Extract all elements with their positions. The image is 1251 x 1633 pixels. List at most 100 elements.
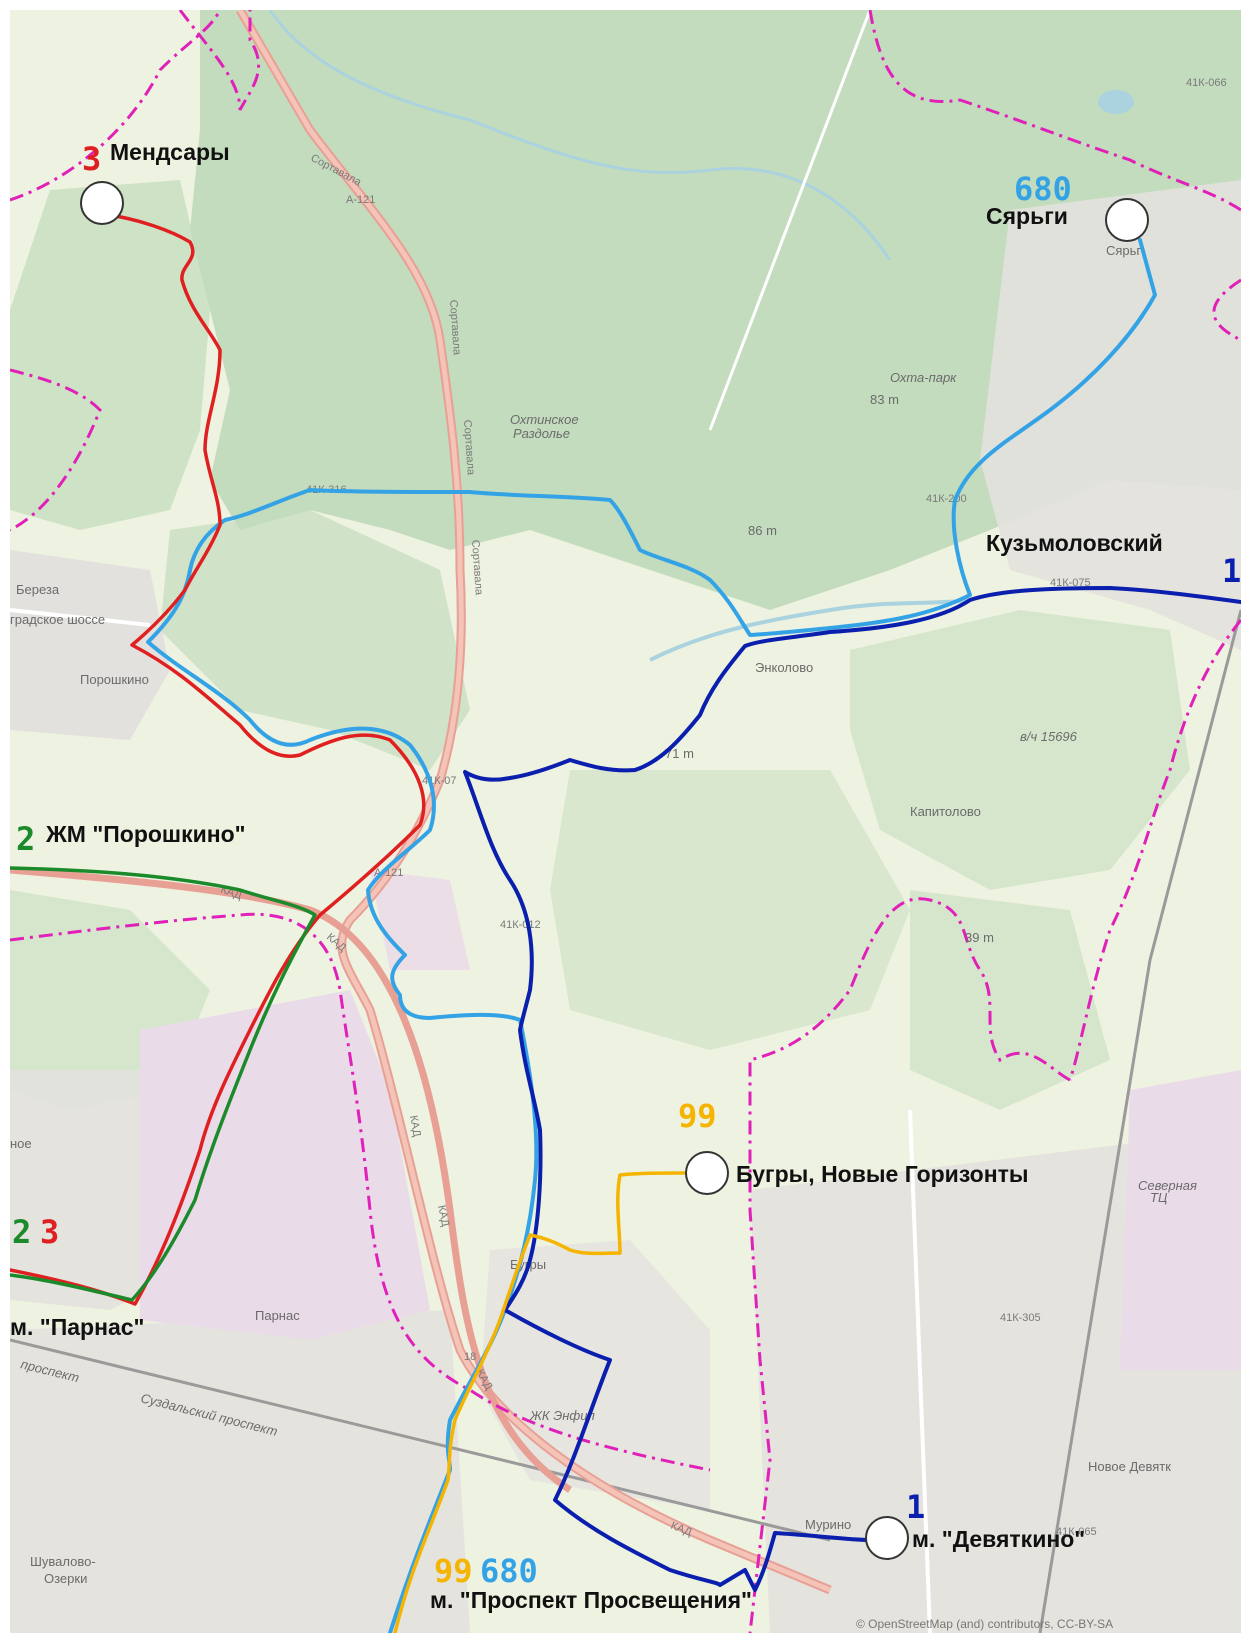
stop-marker-devyatkino[interactable]	[865, 1516, 909, 1560]
urban-area	[750, 1130, 1241, 1633]
road	[10, 608, 151, 627]
route-number-3: 3	[40, 1213, 59, 1251]
road-label: 41К-305	[1000, 1312, 1041, 1324]
base-map	[10, 10, 1241, 1633]
water-body	[1098, 90, 1134, 114]
route-number-3: 3	[82, 140, 101, 178]
place-label: Мурино	[805, 1517, 851, 1532]
stop-label-devyatkino: м. "Девяткино"	[912, 1526, 1085, 1552]
route-number-1: 1	[1222, 552, 1241, 590]
road-label: Сортавала	[461, 419, 477, 476]
route-number-labels: 3 680 1 2 99 2 3 1 99 680	[12, 140, 1241, 1590]
river	[649, 598, 971, 662]
boundary-line	[1212, 278, 1241, 342]
forest-area	[910, 890, 1110, 1110]
place-label: Охта-парк	[890, 370, 957, 385]
stop-label-prospekt: м. "Проспект Просвещения"	[430, 1587, 752, 1613]
stop-markers[interactable]	[80, 181, 1149, 1560]
route-number-680: 680	[1014, 170, 1072, 208]
place-label: Капитолово	[910, 804, 981, 819]
route-99-line[interactable]	[393, 1171, 686, 1633]
stop-marker-syargi[interactable]	[1105, 198, 1149, 242]
place-label: Парнас	[255, 1308, 300, 1323]
route-3-line[interactable]	[10, 213, 426, 1306]
place-label: Порошкино	[80, 672, 149, 687]
road-label: 41К-065	[1056, 1526, 1097, 1538]
stop-label-zhm-poroshkino: ЖМ "Порошкино"	[45, 821, 246, 847]
boundary-line	[748, 897, 1071, 1633]
boundary-line	[178, 10, 261, 111]
route-number-99: 99	[434, 1552, 473, 1590]
boundary-line	[1068, 619, 1241, 1081]
route-number-2: 2	[16, 820, 35, 858]
industrial-area	[140, 990, 430, 1340]
road	[908, 1109, 932, 1633]
route-number-2: 2	[12, 1213, 31, 1251]
place-label: в/ч 15696	[1020, 729, 1078, 744]
place-label: Шувалово-	[30, 1554, 96, 1569]
stop-label-kuzmolovsky: Кузьмоловский	[986, 530, 1163, 556]
road-label: Сортавала	[469, 539, 485, 596]
route-2-line[interactable]	[10, 866, 317, 1302]
place-label: Озерки	[44, 1571, 87, 1586]
railway	[10, 1338, 831, 1542]
railway	[1038, 609, 1241, 1633]
route-number-1: 1	[906, 1488, 925, 1526]
transit-route-map[interactable]: Береза градское шоссе Порошкино Энколово…	[10, 10, 1241, 1633]
stop-label-parnas: м. "Парнас"	[10, 1314, 144, 1340]
route-1-line[interactable]	[463, 586, 1241, 1592]
boundary-line	[10, 10, 222, 202]
road-label: 41К-075	[1050, 577, 1091, 589]
route-lines	[10, 213, 1241, 1633]
place-label: Раздолье	[513, 426, 570, 441]
road	[708, 10, 872, 431]
route-number-680: 680	[480, 1552, 538, 1590]
boundary-line	[10, 368, 102, 532]
admin-boundary	[10, 10, 1241, 1633]
place-label: Новое Девятк	[1088, 1459, 1171, 1474]
urban-area	[10, 550, 170, 740]
map-frame[interactable]: Береза градское шоссе Порошкино Энколово…	[10, 10, 1241, 1633]
place-label: Энколово	[755, 660, 813, 675]
ring-road-kad	[10, 866, 572, 1493]
road-label: 18	[464, 1351, 476, 1363]
industrial-area	[1120, 1070, 1241, 1370]
stop-labels: Мендсары Сярьги Кузьмоловский ЖМ "Порошк…	[10, 139, 1163, 1613]
place-label: Северная	[1138, 1178, 1197, 1193]
road-label: 41К-066	[1186, 77, 1227, 89]
route-number-99: 99	[678, 1097, 717, 1135]
route-680-line[interactable]	[146, 238, 1157, 1633]
forest-area	[550, 770, 910, 1050]
road-label: Сортавала	[447, 299, 463, 356]
forest-area	[160, 510, 470, 770]
forest-area	[10, 180, 210, 530]
road-label: 41К-012	[500, 919, 541, 931]
elevation-label: 83 m	[870, 392, 899, 407]
forest-area	[850, 610, 1190, 890]
stop-label-bugry: Бугры, Новые Горизонты	[736, 1161, 1029, 1187]
urban-area	[980, 180, 1241, 650]
road-label: КАД	[407, 1114, 423, 1138]
road-label: КАД	[435, 1204, 451, 1228]
road-label: 41К-200	[926, 493, 967, 505]
place-label: Сярьг	[1106, 243, 1141, 258]
stop-marker-bugry[interactable]	[685, 1151, 729, 1195]
highway-a121	[237, 10, 831, 1593]
boundary-line	[10, 912, 711, 1472]
river	[268, 10, 892, 261]
place-label: градское шоссе	[10, 612, 105, 627]
elevation-label: 71 m	[665, 746, 694, 761]
place-label: Охтинское	[510, 412, 579, 427]
elevation-label: 86 m	[748, 523, 777, 538]
stop-label-syargi: Сярьги	[986, 203, 1068, 229]
place-label: ное	[10, 1136, 32, 1151]
place-label: Береза	[16, 582, 60, 597]
stop-label-mendsary: Мендсары	[110, 139, 230, 165]
place-label: ТЦ	[1150, 1190, 1168, 1205]
map-attribution: © OpenStreetMap (and) contributors, CC-B…	[856, 1617, 1113, 1631]
stop-marker-mendsary[interactable]	[80, 181, 124, 225]
boundary-line	[868, 10, 1241, 212]
place-label: ЖК Энфил	[529, 1408, 595, 1423]
elevation-label: 39 m	[965, 930, 994, 945]
urban-area	[10, 1310, 470, 1633]
